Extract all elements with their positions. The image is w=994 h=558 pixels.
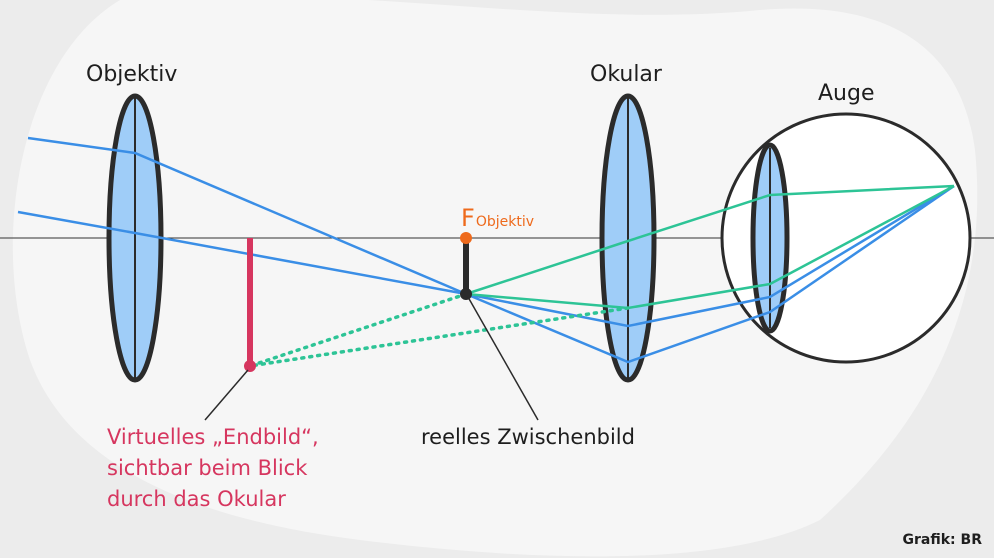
virtual-image-caption-line: durch das Okular: [107, 487, 286, 511]
ocular-lens: [599, 93, 657, 383]
virtual-image-caption: Virtuelles „Endbild“, sichtbar beim Blic…: [107, 422, 397, 515]
virtual-image-caption-line: Virtuelles „Endbild“,: [107, 425, 319, 449]
credit-text: Grafik: BR: [902, 532, 982, 548]
blue-ray-lower: [17, 210, 467, 296]
focal-point-marker: [460, 232, 472, 244]
green-ray-lower: [465, 184, 955, 310]
eye-title: Auge: [818, 81, 875, 106]
focal-subscript: Objektiv: [475, 214, 534, 230]
objective-lens: [106, 93, 164, 383]
green-ray-upper-virtual: [248, 292, 468, 368]
blue-ray-out-1: [465, 184, 955, 328]
focal-point-label: FObjektiv: [461, 204, 534, 232]
real-image-leader: [467, 296, 539, 421]
green-rays: [248, 184, 955, 368]
virtual-image: [204, 238, 256, 421]
real-image: [460, 238, 539, 421]
ocular-title: Okular: [590, 62, 662, 87]
background-highlight: [12, 0, 978, 557]
green-ray-lower-virtual: [248, 306, 630, 368]
blue-ray-upper: [27, 136, 467, 296]
blue-ray-out-2: [465, 184, 955, 364]
virtual-image-leader: [204, 369, 249, 421]
blue-rays: [17, 136, 955, 364]
real-image-tip: [460, 288, 472, 300]
focal-symbol: F: [461, 204, 475, 232]
eye: [720, 112, 972, 364]
virtual-image-caption-line: sichtbar beim Blick: [107, 456, 308, 480]
objective-title: Objektiv: [86, 62, 178, 87]
virtual-image-tip: [244, 360, 256, 372]
green-ray-upper: [465, 184, 955, 296]
real-image-caption: reelles Zwischenbild: [421, 425, 635, 449]
